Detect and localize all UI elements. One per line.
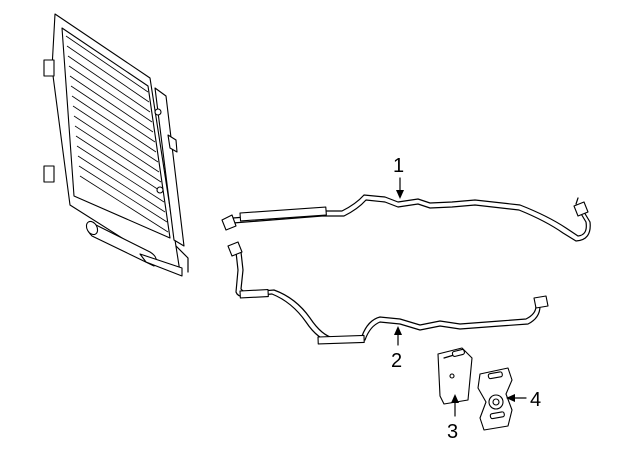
callout-2: 2 (391, 350, 402, 372)
bracket (437, 347, 473, 405)
leader-lines (394, 177, 527, 417)
clamp (477, 367, 513, 431)
callout-3: 3 (447, 421, 458, 443)
callout-4: 4 (530, 389, 541, 411)
cooler-line-upper (221, 194, 591, 242)
cooler-line-lower (227, 241, 549, 345)
oil-cooler (43, 13, 189, 277)
callout-1: 1 (393, 155, 404, 177)
